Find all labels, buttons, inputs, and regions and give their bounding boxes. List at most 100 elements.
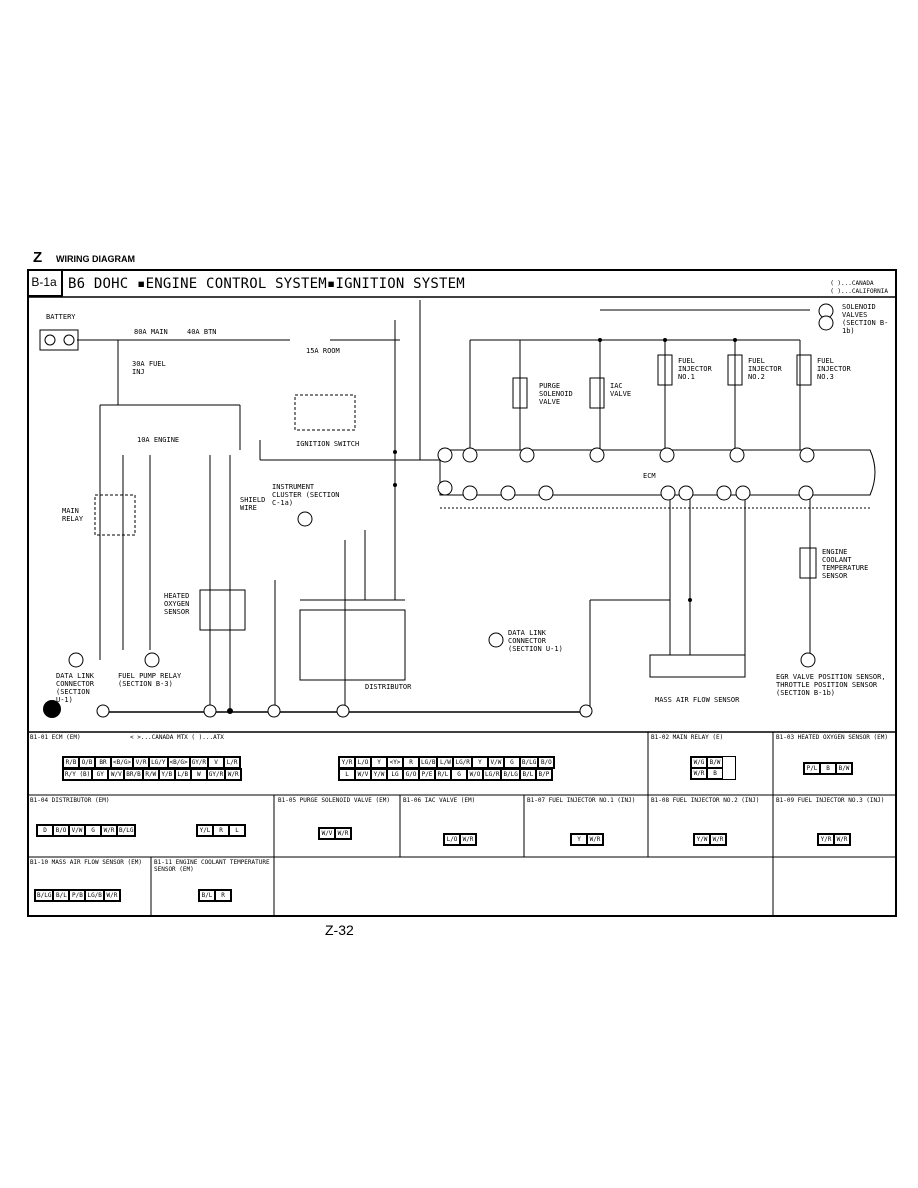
ecm-pin: W/R bbox=[225, 769, 242, 780]
ecm-pin: L/R bbox=[224, 757, 241, 768]
ecm-pin: V bbox=[208, 757, 225, 768]
ecm-pin: GY bbox=[92, 769, 109, 780]
o2-pin: B bbox=[820, 763, 836, 774]
main-relay-pin: W/G bbox=[691, 757, 707, 768]
ecm-pin: B/L bbox=[519, 769, 536, 780]
maf-pin: B/LG bbox=[35, 890, 54, 901]
ecm-pin: L/W bbox=[437, 757, 454, 768]
o2-pin: B/W bbox=[836, 763, 852, 774]
inj3-pin: Y/R bbox=[818, 834, 834, 845]
distributor-connector-title: B1-04 DISTRIBUTOR (EM) bbox=[30, 797, 110, 804]
maf-sensor-label: MASS AIR FLOW SENSOR bbox=[655, 696, 740, 704]
distributor-label: DISTRIBUTOR bbox=[365, 683, 412, 691]
fuel-pump-relay-label: FUEL PUMP RELAY (SECTION B-3) bbox=[118, 672, 182, 688]
ecm-label: ECM bbox=[643, 472, 656, 480]
ecm-pin: R/B bbox=[63, 757, 79, 768]
iac-connector-title: B1-06 IAC VALVE (EM) bbox=[403, 797, 476, 804]
main-relay-pin: B/W bbox=[707, 757, 723, 768]
dist-pin: B/LG bbox=[117, 825, 136, 836]
page-number: Z-32 bbox=[325, 922, 354, 938]
ecm-pin: R bbox=[403, 757, 419, 768]
inj2-connector-title: B1-08 FUEL INJECTOR NO.2 (INJ) bbox=[651, 797, 760, 804]
legend-california: ( )...CALIFORNIA bbox=[830, 288, 888, 295]
ecm-pin: Y/W bbox=[371, 769, 387, 780]
injector-2-label: FUEL INJECTOR NO.2 bbox=[748, 357, 782, 381]
ecm-pin: L/B bbox=[174, 769, 191, 780]
chapter-letter: Z bbox=[33, 249, 43, 266]
ecm-pin: LG/Y bbox=[149, 757, 168, 768]
fuelinj-fuse-label: 30A FUEL INJ bbox=[132, 360, 166, 376]
ecm-pin: R/L bbox=[435, 769, 451, 780]
inj2-pin: Y/W bbox=[694, 834, 710, 845]
iac-pin: L/O bbox=[444, 834, 460, 845]
ecm-pin: BR bbox=[95, 757, 111, 768]
ecm-pin: GY/R bbox=[206, 769, 226, 780]
inj1-pin: Y bbox=[571, 834, 587, 845]
shield-wire-label: SHIELD WIRE bbox=[240, 496, 266, 512]
ecm-pin: G bbox=[503, 757, 520, 768]
dist-pin: L bbox=[229, 825, 245, 836]
ecm-pin: R/W bbox=[142, 769, 159, 780]
ecm-pin: Y/R bbox=[339, 757, 355, 768]
solenoid-valves-label: SOLENOID VALVES (SECTION B-1b) bbox=[842, 303, 889, 335]
legend-canada: ( )...CANADA bbox=[830, 280, 874, 287]
ect-connector-title: B1-11 ENGINE COOLANT TEMPERATURE SENSOR … bbox=[154, 859, 270, 873]
ecm-pin: B/LG bbox=[501, 769, 520, 780]
inj1-connector-title: B1-07 FUEL INJECTOR NO.1 (INJ) bbox=[527, 797, 636, 804]
legend: ( )...CANADA ( )...CALIFORNIA bbox=[830, 280, 888, 296]
ecm-pin: L/O bbox=[355, 757, 371, 768]
ecm-pin: Y/B bbox=[158, 769, 175, 780]
dist-pin: V/W bbox=[69, 825, 85, 836]
ecm-pin: V/W bbox=[487, 757, 504, 768]
main-relay-pin: W/R bbox=[691, 768, 707, 779]
ecm-pin: Y bbox=[371, 757, 387, 768]
inj2-pin: W/R bbox=[710, 834, 726, 845]
ecm-pin: <Y> bbox=[387, 757, 403, 768]
chapter-title: WIRING DIAGRAM bbox=[56, 254, 135, 264]
dist-pin: W/R bbox=[101, 825, 117, 836]
iac-pin: W/R bbox=[460, 834, 476, 845]
ecm-pin: LG/R bbox=[483, 769, 502, 780]
ecm-pin: W/V bbox=[355, 769, 371, 780]
ecm-pin: W bbox=[190, 769, 207, 780]
maf-pin: P/B bbox=[69, 890, 86, 901]
ect-pin: R bbox=[215, 890, 231, 901]
main-relay-connector-title: B1-02 MAIN RELAY (E) bbox=[651, 734, 724, 741]
ecm-connector-note: < >...CANADA MTX ( )...ATX bbox=[130, 734, 224, 741]
iac-valve-label: IAC VALVE bbox=[610, 382, 632, 398]
ecm-connector-title: B1-01 ECM (EM) bbox=[30, 734, 81, 741]
ecm-pin: <B/G> bbox=[167, 757, 190, 768]
battery-label: BATTERY bbox=[46, 313, 76, 321]
purge-pin: W/R bbox=[335, 828, 351, 839]
main-relay-pin: B bbox=[707, 768, 723, 779]
ecm-pin: B/P bbox=[535, 769, 552, 780]
ecm-pin: G/O bbox=[403, 769, 419, 780]
purge-valve-label: PURGE SOLENOID VALVE bbox=[539, 382, 573, 406]
ect-pin: B/L bbox=[199, 890, 215, 901]
ecm-pin: P/E bbox=[419, 769, 435, 780]
ecm-pin: V/R bbox=[133, 757, 150, 768]
ecm-pin: <B/G> bbox=[111, 757, 134, 768]
diagram-title: B6 DOHC ▪ENGINE CONTROL SYSTEM▪IGNITION … bbox=[68, 276, 465, 292]
dist-pin: G bbox=[85, 825, 101, 836]
ecm-pin: B/O bbox=[538, 757, 555, 768]
injector-3-label: FUEL INJECTOR NO.3 bbox=[817, 357, 851, 381]
ignition-switch-label: IGNITION SWITCH bbox=[296, 440, 360, 448]
maf-connector-title: B1-10 MASS AIR FLOW SENSOR (EM) bbox=[30, 859, 142, 866]
ecm-pin: Y bbox=[471, 757, 488, 768]
room-fuse-label: 15A ROOM bbox=[306, 347, 340, 355]
diagram-frame bbox=[27, 269, 897, 917]
ecm-pin: W/V bbox=[108, 769, 125, 780]
maf-pin: W/R bbox=[103, 890, 120, 901]
